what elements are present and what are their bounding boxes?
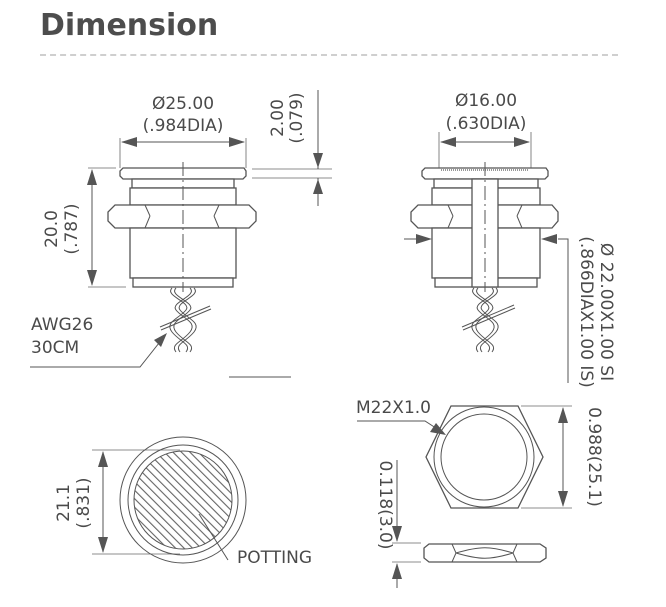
bezel-diameter-label: Ø25.00 [152,94,214,114]
actuator-diameter-in-label: (.630DIA) [446,114,527,134]
potting-label: POTTING [237,548,312,568]
nut-thickness-label: 0.118(3.0) [375,461,395,550]
across-flats-label: 0.988(25.1) [584,407,604,507]
rear-diameter-in-label: (.831) [74,477,94,528]
thread-spec-label: Ø 22.00X1.00 SI [596,243,616,381]
bezel-diameter-in-label: (.984DIA) [143,116,224,136]
title-divider [40,54,618,56]
wire-length-label: 30CM [31,338,79,358]
rear-view: 21.1 (.831) POTTING [54,436,312,568]
nut-thread-label: M22X1.0 [356,398,431,418]
twisted-wire [159,287,212,353]
bezel-thickness-in-label: (.079) [287,92,307,143]
page-title: Dimension [40,8,219,43]
body-height-in-label: (.787) [62,203,82,254]
bezel-thickness-label: 2.00 [268,99,288,137]
twisted-wire-right [461,287,516,353]
wire-gauge-label: AWG26 [31,315,93,335]
body-height-label: 20.0 [42,210,62,248]
nut-view: M22X1.0 0.988(25.1) 0.118(3.0) [356,398,604,588]
thread-spec-in-label: (.866DIAX1.00 IS) [576,236,596,388]
side-view-right: Ø16.00 (.630DIA) Ø 22.00X1.00 SI (.866DI… [404,91,616,388]
rear-diameter-label: 21.1 [54,484,74,522]
actuator-diameter-label: Ø16.00 [455,91,517,111]
side-view-left: Ø25.00 (.984DIA) 2.00 (.079) 20.0 (.787) [30,90,332,378]
